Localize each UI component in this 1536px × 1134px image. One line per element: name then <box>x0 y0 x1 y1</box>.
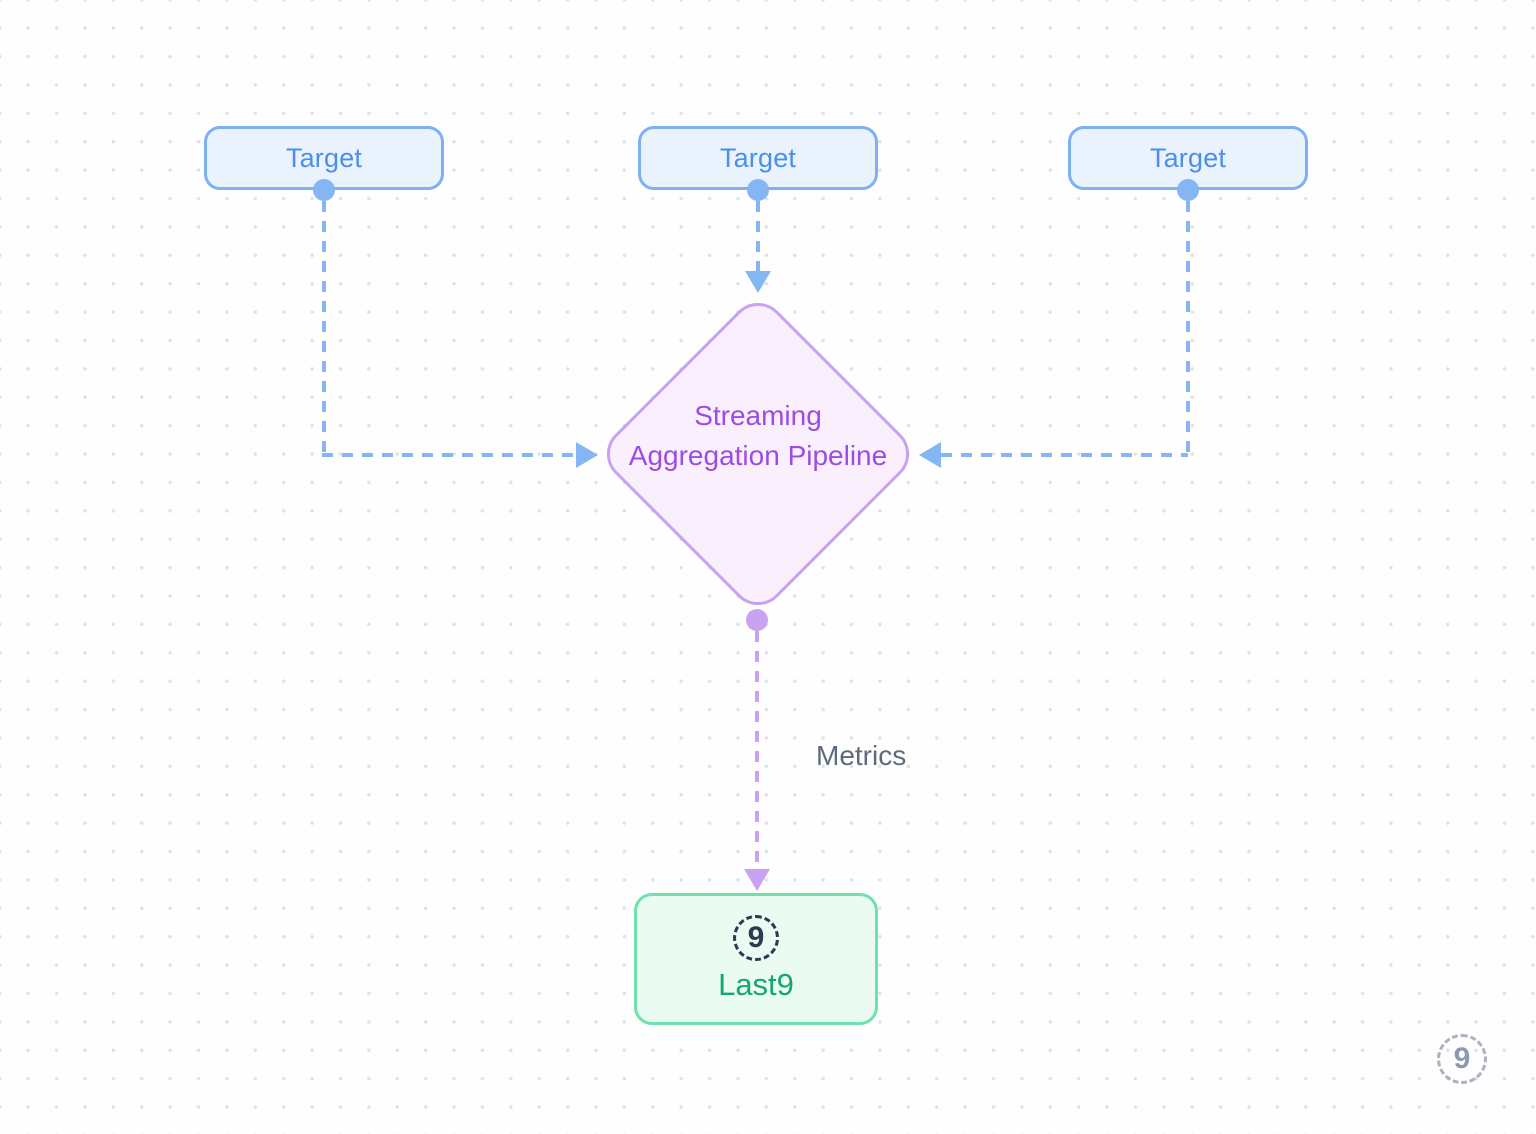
edge-right-target-horizontal <box>941 453 1188 457</box>
pipeline-diamond-label: Streaming Aggregation Pipeline <box>628 400 888 471</box>
port-dot-diamond-bottom <box>746 609 768 631</box>
edge-left-target-horizontal <box>322 453 576 457</box>
edge-metrics-vertical <box>755 631 759 869</box>
arrowhead-down-purple-icon <box>744 869 770 891</box>
port-dot-middle-target <box>747 179 769 201</box>
port-dot-left-target <box>313 179 335 201</box>
last9-logo-glyph: 9 <box>747 921 765 954</box>
last9-node-label: Last9 <box>718 967 794 1002</box>
target-node-label: Target <box>1149 142 1227 173</box>
last9-watermark-icon: 9 <box>1437 1034 1487 1084</box>
arrowhead-down-icon <box>745 271 771 293</box>
edge-middle-target-vertical <box>756 201 760 271</box>
target-node-label: Target <box>285 142 363 173</box>
port-dot-right-target <box>1177 179 1199 201</box>
edge-left-target-vertical <box>322 201 326 453</box>
watermark-glyph: 9 <box>1453 1042 1471 1075</box>
arrowhead-left-icon <box>919 442 941 468</box>
last9-logo-icon: 9 <box>733 915 779 961</box>
edge-right-target-vertical <box>1186 201 1190 453</box>
target-node-label: Target <box>719 142 797 173</box>
metrics-edge-label: Metrics <box>816 740 907 771</box>
arrowhead-right-icon <box>576 442 598 468</box>
last9-node: 9 Last9 <box>634 893 878 1025</box>
